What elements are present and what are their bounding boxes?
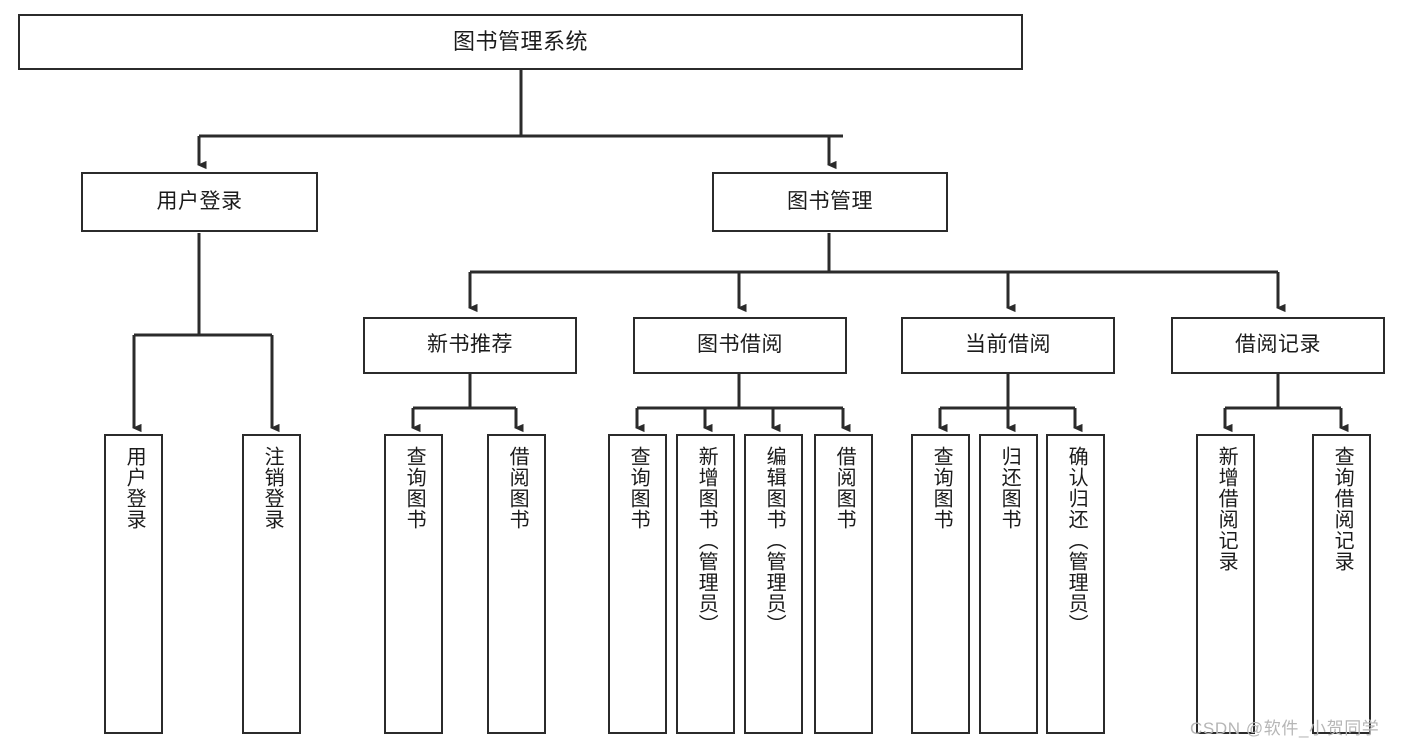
leaf-borrow-add-book-admin[interactable]: 新增图书（管理员） bbox=[676, 434, 735, 734]
leaf-user-login[interactable]: 用户登录 bbox=[104, 434, 163, 734]
leaf-borrow-query-book[interactable]: 查询图书 bbox=[608, 434, 667, 734]
leaf-logout[interactable]: 注销登录 bbox=[242, 434, 301, 734]
node-book-borrow[interactable]: 图书借阅 bbox=[633, 317, 847, 374]
node-label: 查询图书 bbox=[403, 446, 426, 530]
node-label: 新增图书（管理员） bbox=[695, 446, 718, 635]
leaf-current-query-book[interactable]: 查询图书 bbox=[911, 434, 970, 734]
node-label: 注销登录 bbox=[261, 446, 284, 530]
leaf-current-return-book[interactable]: 归还图书 bbox=[979, 434, 1038, 734]
leaf-newbook-query-book[interactable]: 查询图书 bbox=[384, 434, 443, 734]
node-label: 用户登录 bbox=[123, 446, 146, 530]
node-borrow-record[interactable]: 借阅记录 bbox=[1171, 317, 1385, 374]
node-label: 新书推荐 bbox=[427, 333, 513, 357]
node-label: 用户登录 bbox=[156, 189, 243, 213]
node-label: 查询借阅记录 bbox=[1331, 446, 1354, 572]
leaf-record-add-record[interactable]: 新增借阅记录 bbox=[1196, 434, 1255, 734]
node-label: 归还图书 bbox=[998, 446, 1021, 530]
node-label: 图书管理系统 bbox=[452, 29, 588, 55]
node-label: 借阅图书 bbox=[833, 446, 856, 530]
node-current-borrow[interactable]: 当前借阅 bbox=[901, 317, 1115, 374]
node-label: 新增借阅记录 bbox=[1215, 446, 1238, 572]
node-label: 图书管理 bbox=[787, 189, 873, 213]
node-root-book-management-system[interactable]: 图书管理系统 bbox=[18, 14, 1023, 70]
node-label: 查询图书 bbox=[627, 446, 650, 530]
node-book-management[interactable]: 图书管理 bbox=[712, 172, 948, 232]
leaf-newbook-borrow-book[interactable]: 借阅图书 bbox=[487, 434, 546, 734]
node-label: 确认归还（管理员） bbox=[1065, 446, 1088, 635]
leaf-borrow-borrow-book[interactable]: 借阅图书 bbox=[814, 434, 873, 734]
node-label: 借阅图书 bbox=[506, 446, 529, 530]
node-new-book-recommend[interactable]: 新书推荐 bbox=[363, 317, 577, 374]
leaf-borrow-edit-book-admin[interactable]: 编辑图书（管理员） bbox=[744, 434, 803, 734]
node-label: 图书借阅 bbox=[697, 333, 783, 357]
node-label: 当前借阅 bbox=[965, 333, 1051, 357]
node-user-login[interactable]: 用户登录 bbox=[81, 172, 318, 232]
leaf-record-query-record[interactable]: 查询借阅记录 bbox=[1312, 434, 1371, 734]
node-label: 编辑图书（管理员） bbox=[763, 446, 786, 635]
node-label: 查询图书 bbox=[930, 446, 953, 530]
node-label: 借阅记录 bbox=[1235, 333, 1321, 357]
leaf-current-confirm-return-admin[interactable]: 确认归还（管理员） bbox=[1046, 434, 1105, 734]
